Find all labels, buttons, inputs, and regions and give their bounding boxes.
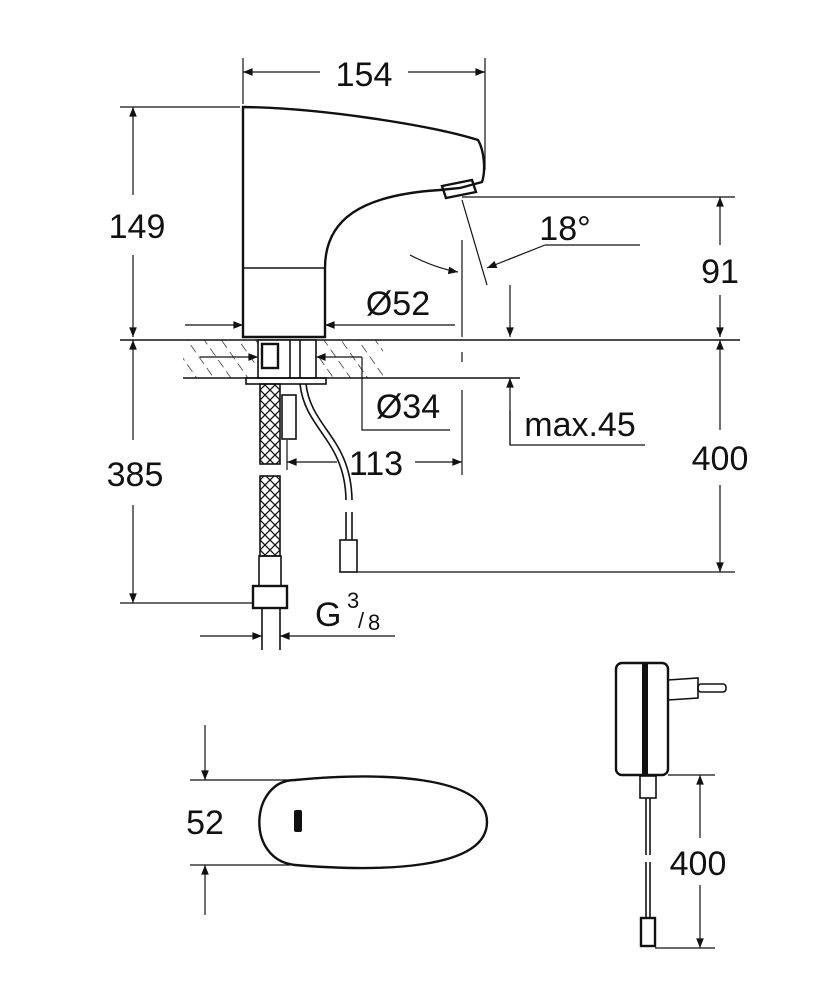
dim-diameter-52: Ø52 <box>366 285 430 323</box>
dim-max-45: max.45 <box>524 406 636 444</box>
dim-52-top: 52 <box>186 804 224 842</box>
thread-denominator: 8 <box>368 610 380 635</box>
dim-113: 113 <box>349 445 403 483</box>
countertop-section <box>120 339 740 385</box>
sensor-nozzle <box>440 178 478 200</box>
dim-400-cable: 400 <box>692 440 749 478</box>
faucet-top-view <box>190 725 489 915</box>
faucet-side-view <box>241 105 486 339</box>
dim-diameter-34: Ø34 <box>376 388 440 426</box>
dim-385: 385 <box>107 456 164 494</box>
dim-154: 154 <box>336 56 393 94</box>
dim-149: 149 <box>109 208 166 246</box>
dim-91: 91 <box>701 253 739 291</box>
sensor-cable <box>299 383 358 573</box>
dim-400-adapter: 400 <box>670 845 727 883</box>
dim-angle: 18° <box>539 210 590 248</box>
thread-label: G <box>315 596 341 634</box>
thread-slash: / <box>358 608 365 633</box>
supply-hose <box>251 383 297 650</box>
thread-numerator: 3 <box>347 588 359 613</box>
power-adapter <box>614 661 727 949</box>
dimension-lines <box>120 58 735 640</box>
